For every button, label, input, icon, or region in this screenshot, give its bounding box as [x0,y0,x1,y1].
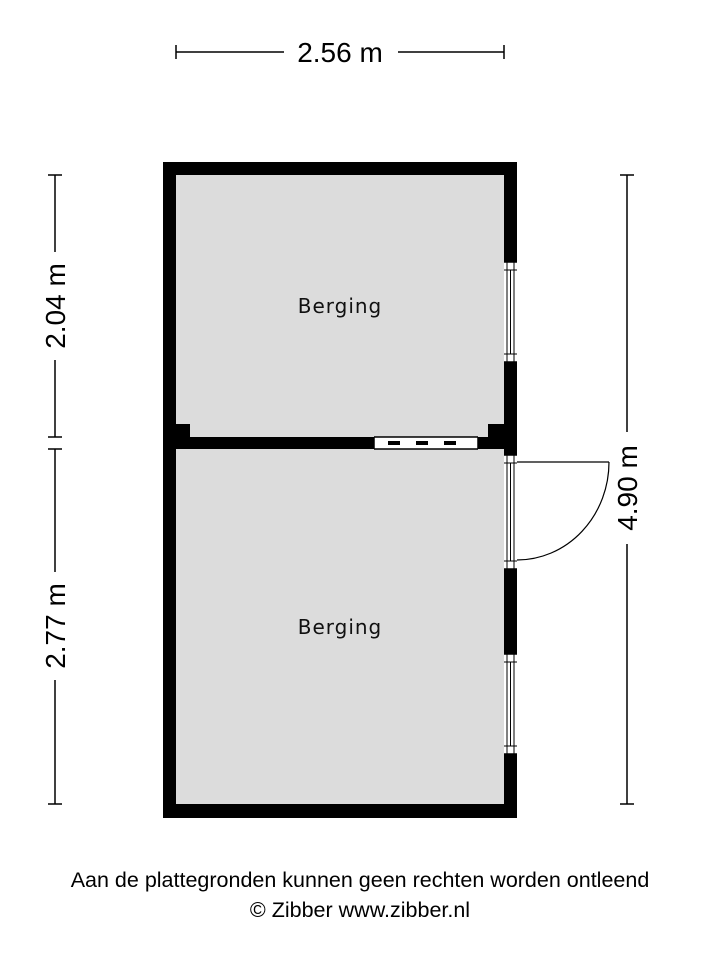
upper-room-label: Berging [298,294,383,318]
door-swing-arc [516,461,610,561]
total-height-dimension-label: 4.90 m [612,445,643,531]
lower-height-dimension [48,448,62,805]
divider-post-right [488,424,504,437]
total-height-dimension [620,174,634,805]
lower-height-dimension-label: 2.77 m [40,583,71,669]
lower-room-floor [176,449,504,804]
upper-height-dimension-label: 2.04 m [40,263,71,349]
divider-post-left [176,424,190,437]
copyright-text: © Zibber www.zibber.nl [249,898,471,922]
width-dimension-label: 2.56 m [297,37,383,68]
lower-window [504,653,517,755]
lower-room-label: Berging [298,615,383,639]
width-dimension [175,45,505,59]
upper-room-floor [176,175,504,437]
upper-window [504,261,517,363]
upper-height-dimension [48,174,62,438]
divider-opening [373,436,479,450]
disclaimer-text: Aan de plattegronden kunnen geen rechten… [70,868,650,892]
exterior-door [504,454,517,570]
